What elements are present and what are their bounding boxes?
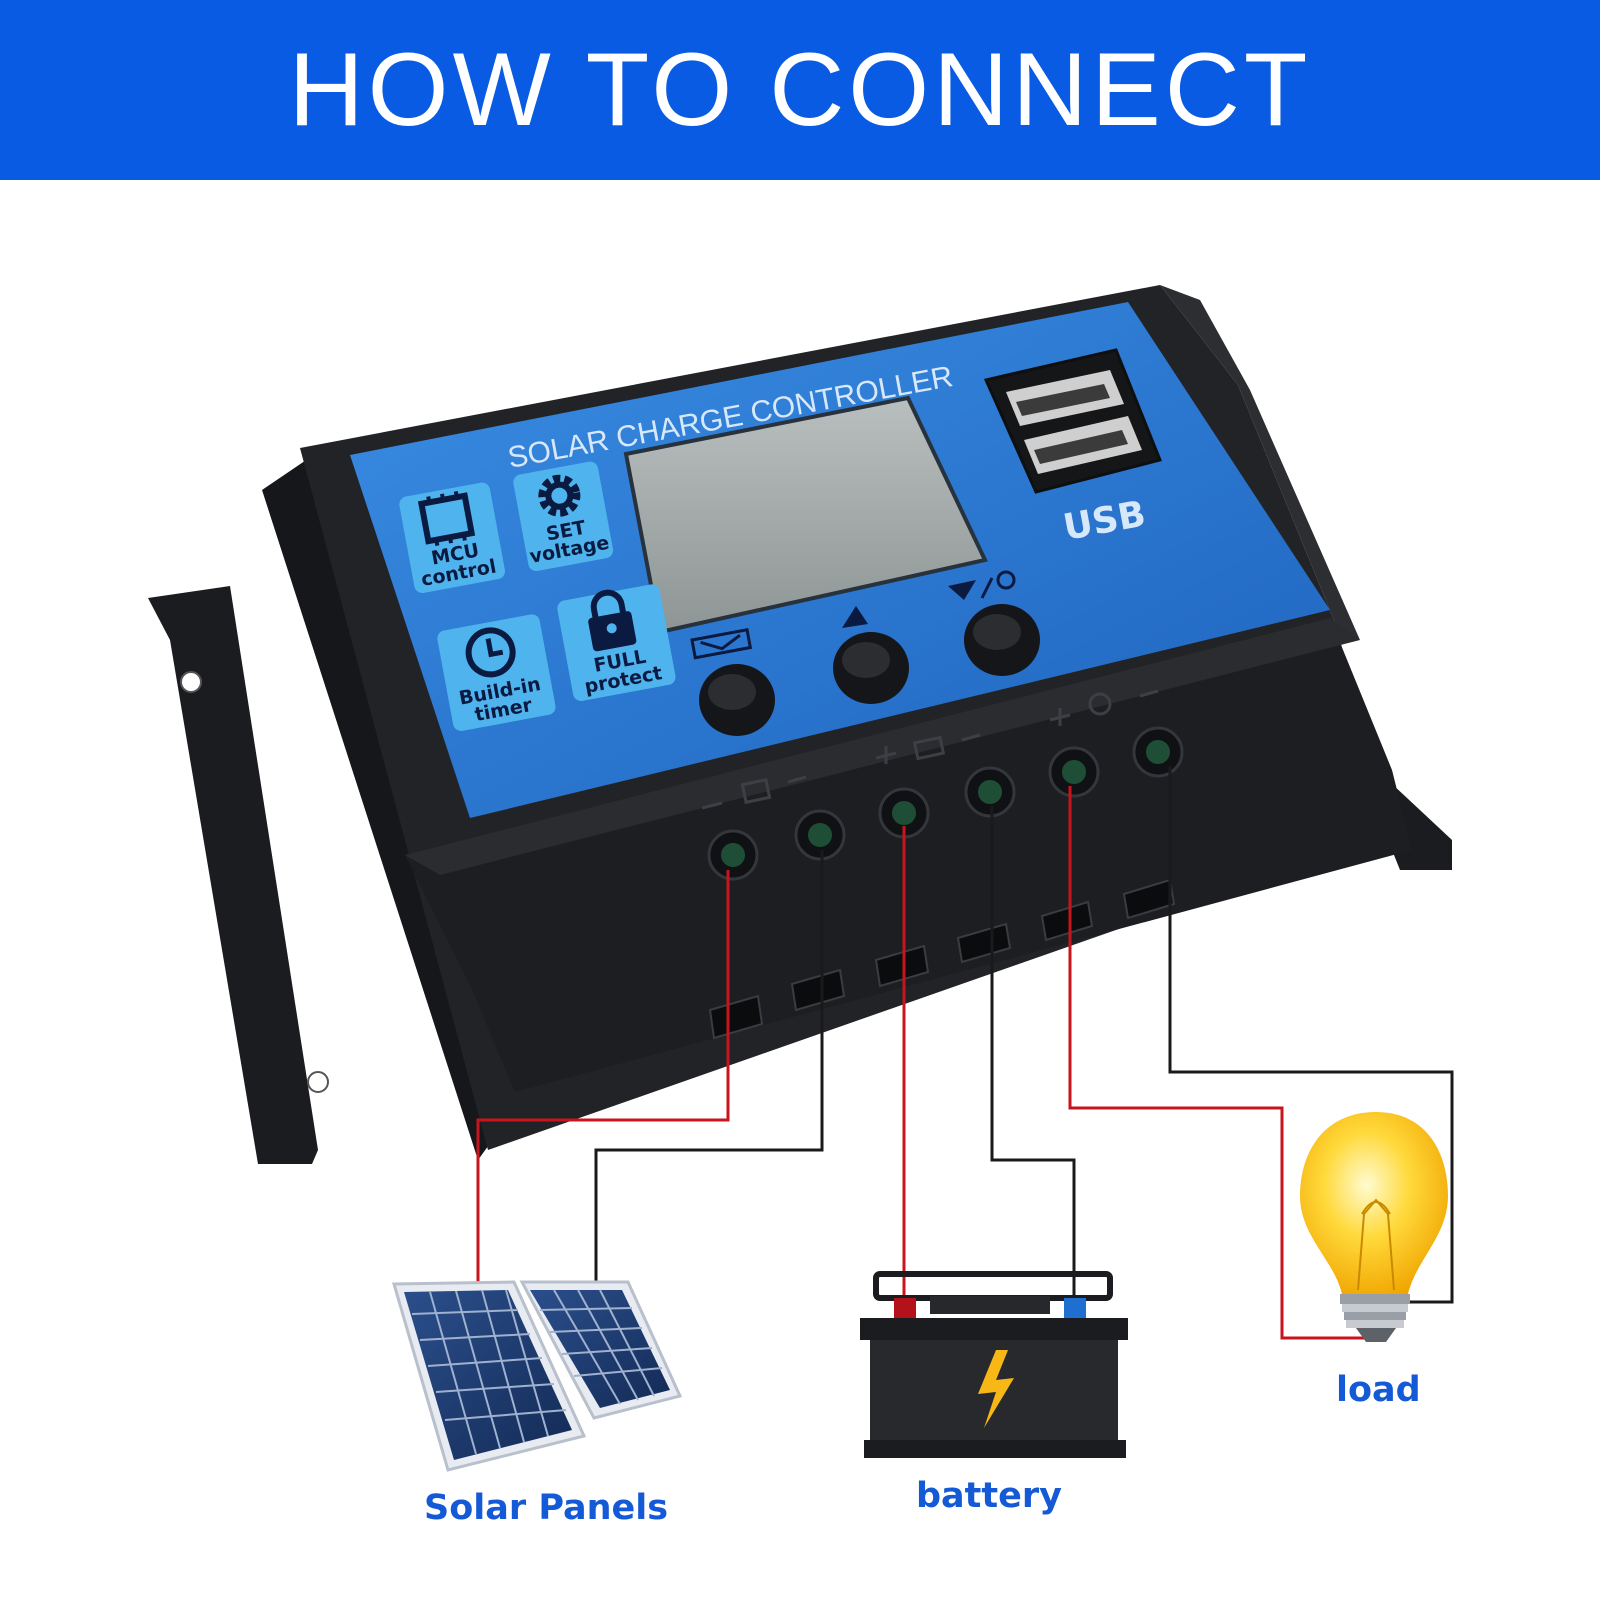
solar-positive-wire (476, 870, 730, 1288)
solar-panels (392, 1280, 683, 1472)
light-bulb-icon (1300, 1112, 1448, 1342)
terminal-solar-positive[interactable] (707, 829, 759, 881)
solar-panels-caption: Solar Panels (424, 1488, 669, 1528)
lcd-screen (623, 395, 988, 635)
down-light-button[interactable] (964, 604, 1040, 676)
mounting-hole-top (180, 671, 202, 693)
feature-mcu-control: MCU control (399, 482, 505, 594)
feature-set-voltage: SET voltage (513, 461, 614, 572)
battery-positive-terminal (894, 1298, 916, 1318)
gear-icon (538, 474, 581, 517)
feature-full-protect: FULL protect (557, 584, 676, 701)
clock-icon (465, 627, 516, 678)
terminal-load-negative[interactable] (1132, 726, 1184, 778)
lightning-icon (978, 1350, 1014, 1428)
wiring (476, 766, 1454, 1340)
left-mounting-flange (148, 586, 318, 1164)
up-button[interactable] (833, 632, 909, 704)
title-banner: HOW TO CONNECT (0, 0, 1600, 180)
wire-slots (708, 878, 1176, 1040)
banner-title: HOW TO CONNECT (288, 31, 1312, 148)
solar-negative-wire (594, 850, 824, 1288)
battery (860, 1271, 1128, 1458)
load-negative-wire (1168, 766, 1454, 1304)
battery-caption: battery (916, 1476, 1062, 1516)
solar-panel-right (519, 1280, 683, 1420)
battery-negative-wire (990, 806, 1076, 1300)
terminal-load-positive[interactable] (1048, 746, 1100, 798)
menu-button[interactable] (699, 664, 775, 736)
housing-right-wall (1160, 285, 1360, 640)
charge-controller: SOLAR CHARGE CONTROLLER USB MCU (148, 285, 1452, 1164)
terminal-block-top (405, 618, 1360, 875)
terminal-battery-negative[interactable] (964, 766, 1016, 818)
mounting-hole-bottom (307, 1071, 329, 1093)
chip-icon (417, 490, 476, 546)
solar-panel-left (392, 1280, 587, 1472)
load-caption: load (1336, 1370, 1421, 1410)
usb-ports[interactable] (983, 348, 1163, 494)
menu-symbol-icon (690, 628, 753, 660)
lock-icon (588, 589, 637, 652)
feature-build-in-timer: Build-in timer (437, 614, 556, 731)
terminal-symbols (701, 689, 1159, 810)
load-positive-wire (1068, 786, 1368, 1340)
up-arrow-icon (842, 606, 868, 628)
battery-negative-terminal (1064, 1298, 1086, 1318)
terminal-solar-negative[interactable] (794, 809, 846, 861)
down-light-icon (948, 570, 1016, 600)
